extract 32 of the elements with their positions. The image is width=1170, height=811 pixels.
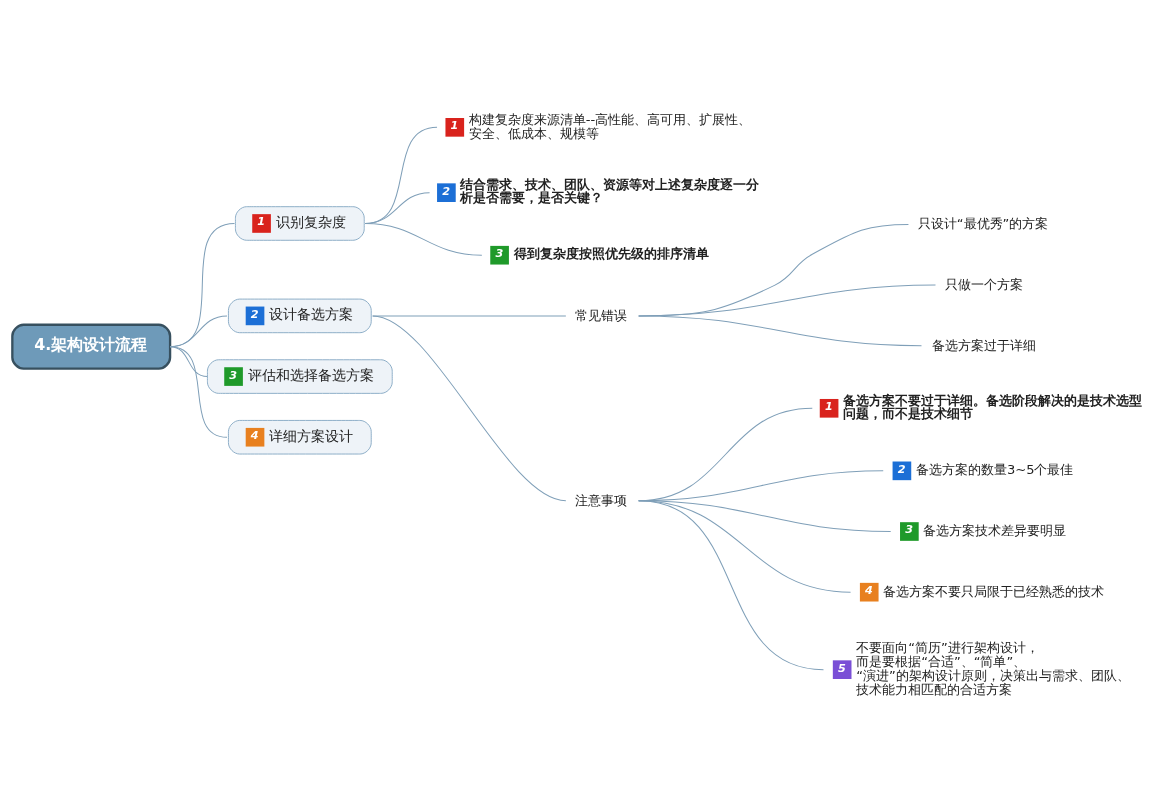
connector	[372, 315, 567, 502]
node-box: 4 详细方案设计	[227, 419, 372, 455]
node-box: 1 识别复杂度	[234, 206, 365, 241]
node-box: 2	[892, 461, 912, 481]
connector	[638, 500, 824, 671]
node-label: 得到复杂度按照优先级的排序清单	[513, 245, 709, 261]
node-box: 1	[819, 398, 839, 418]
node-text: 备选方案过于详细	[931, 337, 1036, 353]
node-label: 备选方案的数量3~5个最佳	[915, 462, 1074, 478]
node-box: 2 设计备选方案	[227, 298, 372, 334]
node-box: 5	[832, 660, 852, 679]
node-text: 只设计“最优秀”的方案	[917, 216, 1049, 232]
node-label: 备选方案不要过于详细。备选阶段解决的是技术选型问题，而不是技术细节	[843, 392, 1143, 421]
node-box: 1	[445, 118, 465, 137]
node-label: 备选方案技术差异要明显	[923, 522, 1067, 538]
node-box: 3 评估和选择备选方案	[206, 359, 393, 394]
node-label: 结合需求、技术、团队、资源等对上述复杂度逐一分析是否需要，是否关键？	[460, 177, 760, 206]
connector	[638, 315, 922, 347]
node-box: 4.架构设计流程	[11, 323, 172, 370]
connector	[364, 222, 483, 256]
node-text: 只做一个方案	[944, 277, 1023, 293]
node-label: 不要面向“简历”进行架构设计，而是要根据“合适”、“简单”、“演进”的架构设计原则，决策出与需求、团队、技术能力相匹配的合适方案	[856, 640, 1130, 698]
node-box: 3	[490, 245, 509, 265]
node-text: 注意事项	[575, 492, 628, 508]
node-box: 3	[900, 522, 919, 541]
node-box: 2	[437, 183, 456, 202]
node-text: 常见错误	[575, 307, 628, 323]
node-label: 构建复杂度来源清单--高性能、高可用、扩展性、安全、低成本、规模等	[468, 111, 752, 141]
node-box: 4	[859, 582, 879, 602]
connector	[169, 346, 228, 438]
node-label: 备选方案不要只局限于已经熟悉的技术	[883, 583, 1105, 599]
connector	[169, 346, 208, 378]
